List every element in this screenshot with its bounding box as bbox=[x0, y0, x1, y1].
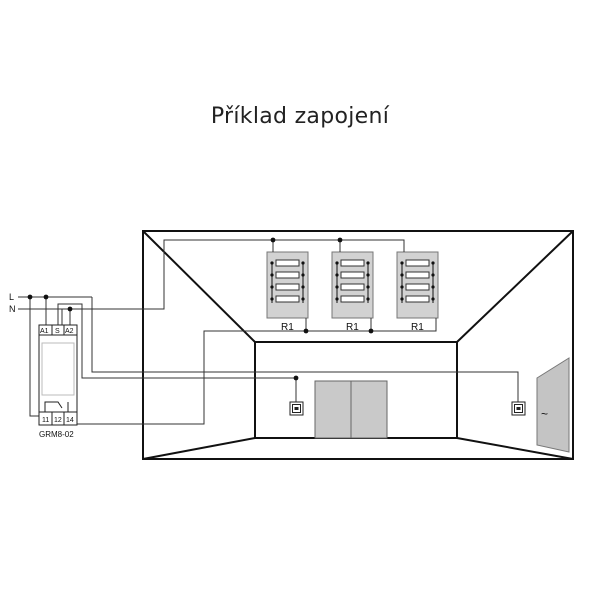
relay-module: A1 S A2 11 12 14 GRM8-02 bbox=[38, 324, 78, 439]
relay-model-label: GRM8-02 bbox=[39, 430, 74, 439]
light-tubes bbox=[340, 259, 365, 303]
terminal-14: 14 bbox=[66, 417, 74, 424]
terminal-12: 12 bbox=[54, 417, 62, 424]
line-label-l: L bbox=[9, 292, 14, 302]
junction-dots bbox=[27, 237, 374, 381]
wall-switch-left bbox=[289, 401, 304, 416]
terminal-a1: A1 bbox=[40, 328, 49, 335]
light-label: R1 bbox=[281, 322, 294, 333]
light-label: R1 bbox=[411, 322, 424, 333]
terminal-11: 11 bbox=[42, 417, 49, 424]
terminal-a2: A2 bbox=[65, 328, 74, 335]
light-fixture-1: R1 bbox=[266, 251, 309, 333]
light-tubes bbox=[275, 259, 300, 303]
heater-panel: ~ bbox=[536, 357, 570, 453]
terminal-s: S bbox=[55, 328, 60, 335]
light-fixture-3: R1 bbox=[396, 251, 439, 333]
light-label: R1 bbox=[346, 322, 359, 333]
light-tubes bbox=[405, 259, 430, 303]
light-fixture-2: R1 bbox=[331, 251, 374, 333]
heater-symbol: ~ bbox=[541, 407, 548, 421]
page-title: Příklad zapojení bbox=[210, 104, 390, 129]
door bbox=[314, 380, 388, 439]
line-label-n: N bbox=[9, 304, 16, 314]
wall-switch-right bbox=[511, 401, 526, 416]
